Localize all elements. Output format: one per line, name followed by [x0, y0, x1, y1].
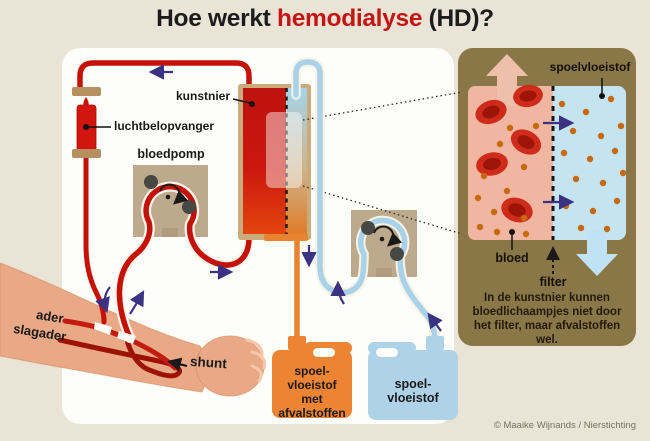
credit-line: © Maaike Wijnands / Nierstichting [493, 420, 636, 431]
zoom-highlight-region [266, 112, 302, 188]
artery-slagader [57, 337, 182, 379]
inset-dialysate-label: spoelvloeistof [549, 60, 631, 74]
waste-can-label: spoel- vloeistof met afvalstoffen [278, 364, 346, 420]
inset-caption: In de kunstnier kunnen bloedlichaampjes … [472, 292, 622, 346]
kunstnier-dialyzer [232, 84, 311, 240]
dialysate-pump-rollers [361, 221, 404, 261]
tube-airtrap-to-vein [83, 155, 107, 325]
inset-blood-label: bloed [495, 251, 529, 265]
from-can-arrow-icon [427, 312, 443, 332]
tube-dialyzer-to-airtrap [77, 60, 252, 99]
can-handle-hole [313, 348, 335, 357]
filter-inset-content [468, 54, 627, 276]
blood-pump-tab [162, 228, 178, 237]
clean-dialysate-can [368, 336, 458, 420]
title-pre: Hoe werkt [156, 5, 278, 32]
kunstnier-label: kunstnier [175, 89, 230, 103]
dialysate-pump-tab [376, 268, 392, 277]
inset-filter-label: filter [539, 275, 567, 289]
red-blood-cells [475, 84, 543, 223]
rotation-arrow-icon [373, 225, 403, 247]
artery-connector [117, 331, 136, 344]
air-trap-label: luchtbelopvanger [114, 119, 215, 133]
callout-dotted-lines [302, 91, 463, 235]
title-post: (HD)? [422, 5, 494, 32]
pump-axle-dot [165, 194, 171, 200]
tube-can-to-dialyzer [293, 59, 438, 344]
vein-connector [94, 322, 112, 335]
pump-axle-dot [379, 236, 385, 242]
blood-up-arrow-icon [486, 54, 528, 106]
shunt-label: shunt [189, 353, 228, 372]
dialysate-circuit [291, 57, 440, 346]
air-trap [72, 87, 111, 158]
dialysate-up-arrow-icon [330, 280, 346, 305]
blood-pump-label: bloedpomp [137, 147, 205, 161]
rotation-arrow-icon [159, 183, 189, 205]
can-handle-hole [376, 348, 398, 357]
waste-can [272, 336, 352, 418]
page-title: Hoe werkt hemodialyse (HD)? [0, 5, 650, 33]
shunt-pointer-arrow-icon [167, 357, 188, 372]
finger-lines [245, 338, 266, 383]
from-artery-arrow-icon [129, 290, 145, 315]
waste-outlet-bar [264, 234, 308, 241]
flow-arrows [95, 64, 443, 332]
to-vein-arrow-icon [95, 286, 111, 314]
kunstnier-pointer-line [232, 98, 251, 104]
clean-can-label: spoel- vloeistof [387, 377, 439, 405]
title-highlight: hemodialyse [277, 5, 423, 32]
dialysate-down-arrow-icon [576, 230, 618, 276]
